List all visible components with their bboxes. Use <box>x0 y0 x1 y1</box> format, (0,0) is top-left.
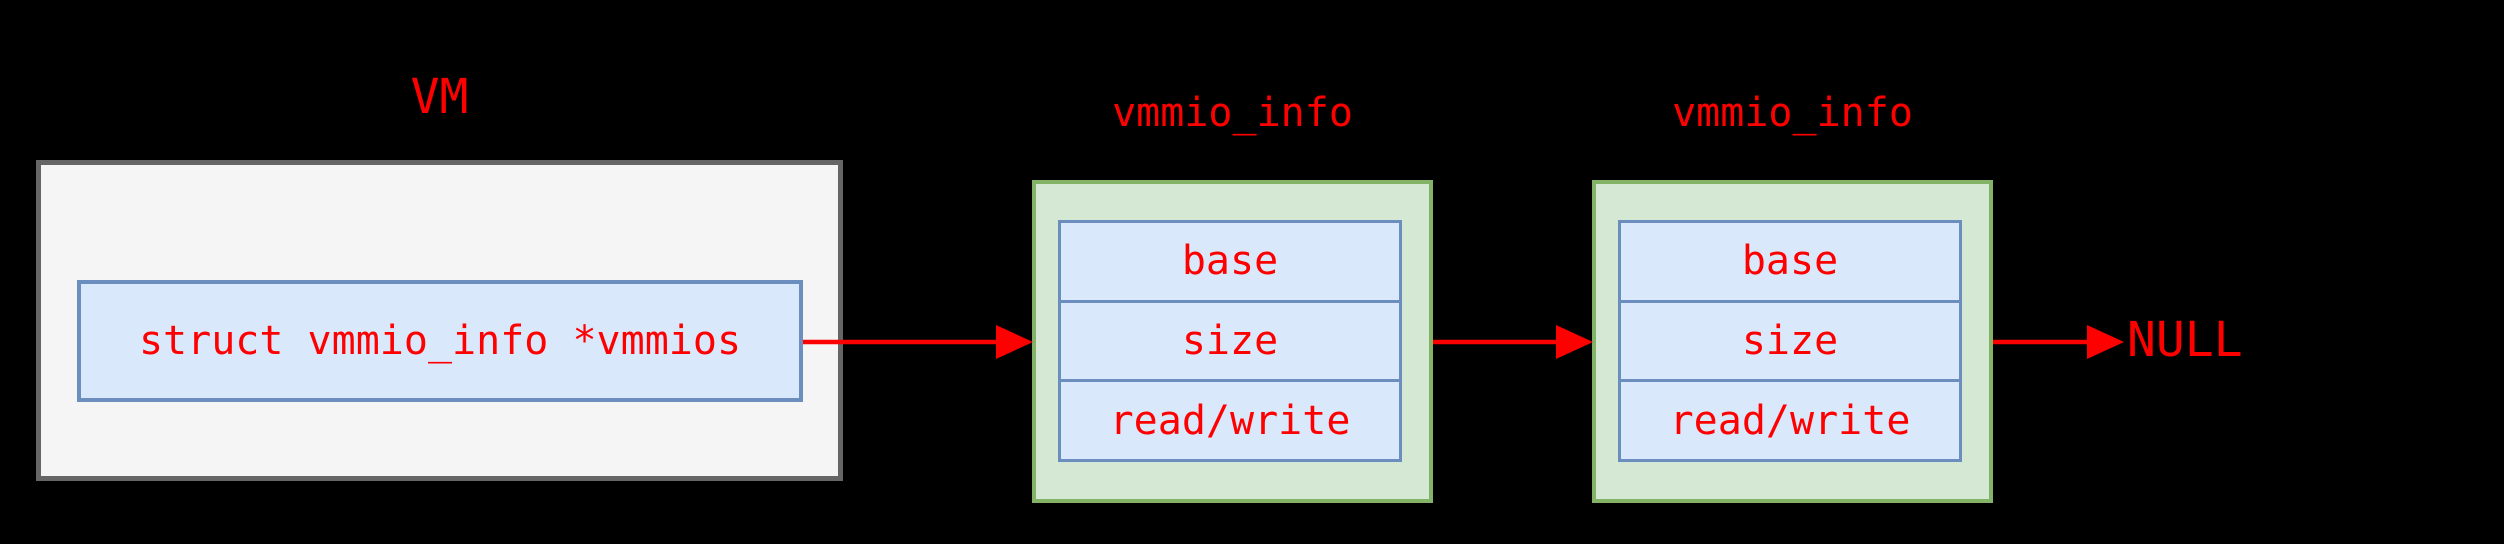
arrow-node1-to-node2 <box>1433 325 1593 359</box>
vm-pointer-field-text: struct vmmio_info *vmmios <box>138 318 742 364</box>
field-base: base <box>1061 223 1399 300</box>
vmmio-info-node-2: base size read/write <box>1592 180 1993 503</box>
field-size: size <box>1621 299 1959 380</box>
field-read-write: read/write <box>1061 379 1399 460</box>
vm-pointer-field: struct vmmio_info *vmmios <box>77 280 803 402</box>
vmmio-info-node-1: base size read/write <box>1032 180 1433 503</box>
field-size: size <box>1061 299 1399 380</box>
vmmio-info-node-2-title: vmmio_info <box>1672 90 1913 136</box>
field-base: base <box>1621 223 1959 300</box>
vm-box: struct vmmio_info *vmmios <box>36 160 843 481</box>
vmmio-info-node-1-title: vmmio_info <box>1112 90 1353 136</box>
vmmio-info-node-1-field-stack: base size read/write <box>1058 220 1402 462</box>
arrow-node2-to-null <box>1993 325 2124 359</box>
field-read-write: read/write <box>1621 379 1959 460</box>
vmmio-info-node-2-field-stack: base size read/write <box>1618 220 1962 462</box>
vm-title: VM <box>410 69 469 125</box>
null-terminator-label: NULL <box>2127 312 2243 368</box>
